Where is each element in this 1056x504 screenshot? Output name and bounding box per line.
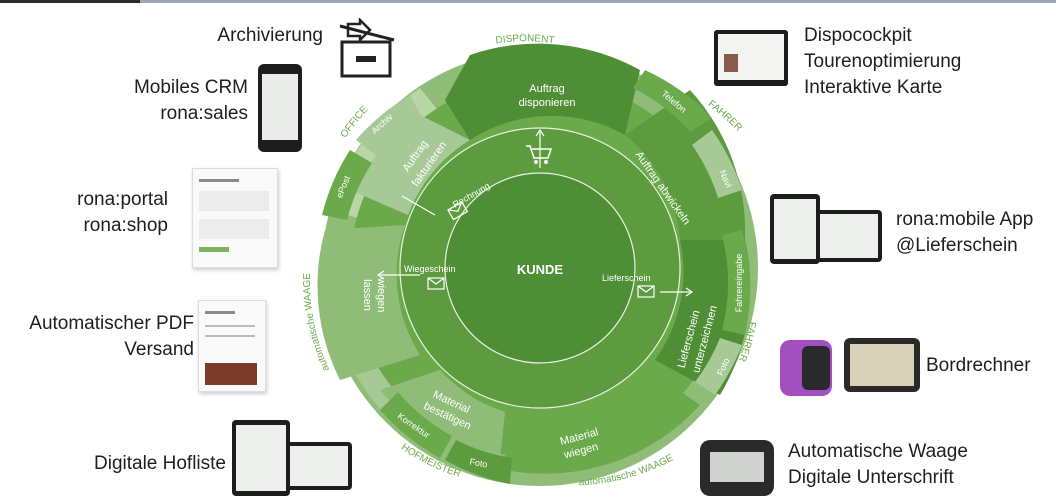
cart-icon [526,145,553,164]
label-wiegen-lassen-1: wiegen [375,277,387,313]
label-waage-2: Digitale Unterschrift [788,467,954,488]
inner-label-wiegeschein: Wiegeschein [404,264,456,274]
outer-segment-epost [322,150,372,220]
center-circle [444,172,636,364]
segment-auftrag-abwickeln [625,90,746,240]
pdf-document-thumbnail [198,300,266,392]
envelope-icon-lieferschein [637,285,655,298]
tablet-icon-hofliste-1 [232,420,290,496]
label-rona-portal-1: rona:portal [77,189,168,210]
label-hofliste: Digitale Hofliste [94,453,226,474]
arrow-icons [376,128,694,297]
label-wiegen-lassen-2: lassen [361,279,373,311]
label-auftrag-disponieren-2: disponieren [519,97,576,109]
label-fahrereingabe: Fahrereingabe [734,254,744,313]
outer-segment-foto-bottom [445,440,512,484]
segment-auftrag-fakturieren [350,110,470,215]
envelope-icon-wiegeschein [427,277,445,290]
label-foto-bottom: Foto [469,457,488,470]
navigation-device-icon [844,338,920,392]
tablet-icon-hofliste-2 [286,442,352,490]
role-disponent: DISPONENT [495,33,555,46]
label-archivierung: Archivierung [217,25,323,46]
webpage-thumbnail [192,168,278,268]
top-border [0,0,1056,3]
label-pdf-versand-1: Automatischer PDF [29,313,194,334]
segment-material-bestaetigen [380,370,505,460]
outer-segment-telefon [633,70,712,132]
bordrechner-device-icon [780,340,832,396]
label-dispocockpit-1: Dispocockpit [804,25,912,46]
tablet-icon-mobile-2 [816,210,882,262]
envelope-icon-rechnung [447,201,469,221]
label-bordrechner: Bordrechner [926,355,1031,376]
label-mobiles-crm-2: rona:sales [160,103,248,124]
center-label: KUNDE [517,262,564,277]
label-auftrag-disponieren-1: Auftrag [529,83,564,95]
label-mobiles-crm-1: Mobiles CRM [133,77,248,98]
top-border-accent [0,0,140,3]
smartphone-icon [258,64,302,152]
label-pdf-versand-2: Versand [124,339,194,360]
segment-material-wiegen [505,370,700,474]
outer-segment-korrektur [380,392,452,458]
label-dispocockpit-3: Interaktive Karte [804,77,943,98]
label-waage-1: Automatische Waage [788,441,968,462]
label-rona-portal-2: rona:shop [83,215,168,236]
outer-segment-archiv [356,95,422,155]
signature-pad-icon [700,440,774,496]
label-mobile-app-1: rona:mobile App [896,209,1034,230]
segment-auftrag-disponieren [445,43,640,140]
outer-segment-navi [692,130,742,198]
outer-segment-foto-right [695,338,742,395]
monitor-icon [714,30,788,86]
tablet-icon-mobile-1 [770,194,820,264]
label-mobile-app-2: @Lieferschein [896,235,1018,256]
segment-wiegen-lassen [317,225,420,380]
label-dispocockpit-2: Tourenoptimierung [804,51,962,72]
inner-label-lieferschein: Lieferschein [602,273,651,283]
outer-segment-fahrereingabe [722,230,751,335]
archive-icon [339,18,395,78]
